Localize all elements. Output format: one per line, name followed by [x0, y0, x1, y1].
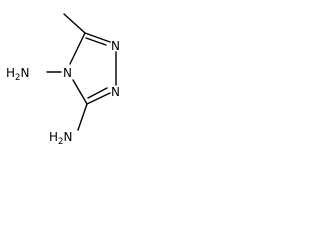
ring-bond-n2-c3-double [87, 87, 108, 99]
ring-bond-c5-n1-double [85, 37, 107, 46]
c3-amino-bond [77, 103, 88, 131]
n2-atom-label: N [111, 85, 120, 99]
molecule-structure: N N N H2N H2N [6, 13, 120, 147]
c3-amino-label: H2N [49, 130, 72, 147]
n4-amino-label: H2N [6, 66, 29, 83]
ring-bond-c3-n4 [72, 79, 88, 105]
methyl-bond [63, 13, 86, 34]
ring-bond-c5-n1 [84, 32, 111, 43]
n1-atom-label: N [111, 39, 120, 53]
ring-bond-c5-n4 [69, 32, 86, 65]
n4-atom-label: N [63, 66, 72, 80]
ring-bond-n2-c3 [86, 92, 111, 105]
